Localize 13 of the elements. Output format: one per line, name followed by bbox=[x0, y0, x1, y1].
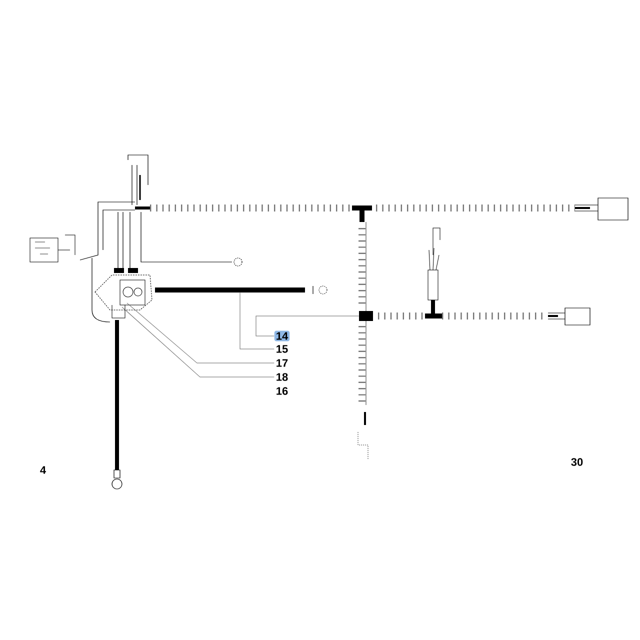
junction-block bbox=[359, 311, 373, 321]
callout-number: 15 bbox=[276, 345, 288, 353]
leader-line bbox=[126, 302, 274, 364]
callout-number: 17 bbox=[276, 359, 288, 367]
callout-number: 16 bbox=[276, 387, 288, 395]
callout-number: 18 bbox=[276, 373, 288, 381]
leader-line bbox=[256, 316, 360, 336]
leader-line bbox=[122, 306, 274, 378]
callout-number: 4 bbox=[40, 466, 46, 474]
cable-bar bbox=[155, 288, 305, 292]
callout-number: 30 bbox=[571, 458, 583, 466]
highlighted-callout-number: 14 bbox=[274, 330, 290, 342]
leader-line bbox=[240, 292, 274, 350]
